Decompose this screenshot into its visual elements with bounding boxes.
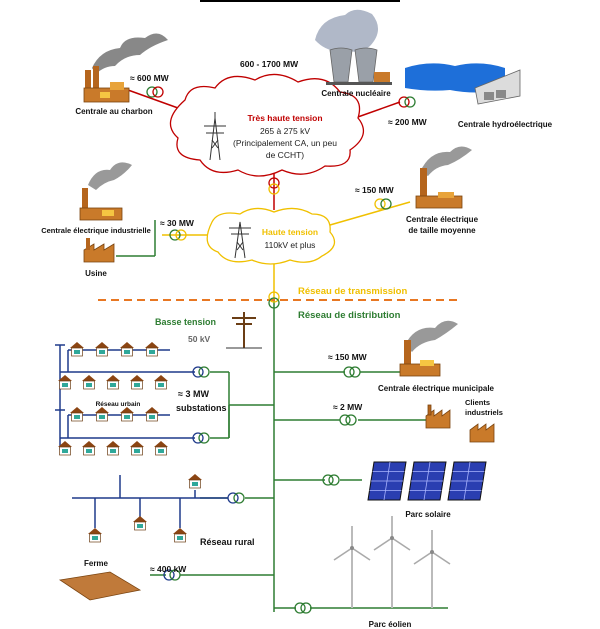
solar-panel-icon [407,461,447,501]
industrial-clients-label-line1: Clients [465,398,490,407]
hydro-plant-label: Centrale hydroélectrique [458,120,553,129]
house-icon [130,441,144,456]
solar-park-icon [367,461,487,501]
transformer-rural [227,492,245,504]
house-icon [95,407,109,422]
very-high-voltage-line3: de CCHT) [266,150,304,160]
coal-plant-label: Centrale au charbon [75,107,152,116]
municipal-plant-label: Centrale électrique municipale [378,384,495,393]
nuclear-plant-power: 600 - 1700 MW [240,59,299,69]
transmission-tower-icon [229,221,251,259]
medium-plant-label-line2: de taille moyenne [408,226,476,235]
utility-pole-icon [226,312,262,349]
transformer-solar [322,474,340,486]
factory-icon [83,238,115,263]
farm-power: ≈ 400 kW [150,564,187,574]
house-icon [133,516,147,531]
wind-turbine-icon [373,516,411,608]
house-icon [154,441,168,456]
coal-plant-power: ≈ 600 MW [130,73,170,83]
industrial-plant-icon [79,162,132,221]
high-voltage-title: Haute tension [262,227,318,237]
industrial-clients-icon [425,404,495,443]
transformer-farm [163,569,181,581]
medium-plant-power: ≈ 150 MW [355,185,395,195]
farm-icon [58,571,142,601]
house-icon [145,342,159,357]
solar-park-label: Parc solaire [405,510,451,519]
transformer-coal [146,86,164,98]
house-icon [130,375,144,390]
very-high-voltage-title: Très haute tension [247,113,322,123]
industrial-plant-power: ≈ 30 MW [160,218,195,228]
nuclear-plant-icon [315,9,392,85]
house-icon [82,375,96,390]
wind-park-label: Parc éolien [369,620,412,629]
transformer-medium [374,198,392,210]
rural-network-label: Réseau rural [200,537,255,547]
high-voltage-cloud [206,207,336,265]
distribution-network-label: Réseau de distribution [298,310,401,321]
municipal-plant-icon [399,320,458,377]
house-icon [173,528,187,543]
coal-plant-icon [83,33,168,103]
house-icon [58,375,72,390]
house-icon [188,474,202,489]
house-icon [70,407,84,422]
medium-plant-icon [415,146,472,209]
transmission-network-label: Réseau de transmission [298,286,407,297]
industrial-plant-label: Centrale électrique industrielle [41,226,151,235]
rural-houses [88,474,202,543]
wind-park-icon [333,516,451,608]
house-icon [106,375,120,390]
house-icon [95,342,109,357]
factory-label: Usine [85,269,107,278]
transformer-hv-distribution [268,291,280,309]
high-voltage-line1: 110kV et plus [265,240,316,250]
transformer-vhv-hv [268,177,280,195]
municipal-plant-power: ≈ 150 MW [328,352,368,362]
wind-turbine-icon [413,530,451,608]
substation-power: ≈ 3 MW [178,389,209,399]
house-icon [82,441,96,456]
low-voltage-value: 50 kV [188,334,211,344]
house-icon [120,407,134,422]
distribution-lines [150,300,448,612]
very-high-voltage-line2: (Principalement CA, un peu [233,138,337,148]
solar-panel-icon [367,461,407,501]
wind-turbine-icon [333,526,371,608]
transformer-urban-1 [192,366,210,378]
house-icon [106,441,120,456]
house-icon [88,528,102,543]
house-icon [70,342,84,357]
substation-label: substations [176,403,227,413]
industrial-clients-label-line2: industriels [465,408,503,417]
hydro-plant-power: ≈ 200 MW [388,117,428,127]
very-high-voltage-line1: 265 à 275 kV [260,126,310,136]
transformer-industrial [169,229,187,241]
house-icon [154,375,168,390]
transformer-industrial-clients [339,414,357,426]
urban-network-label: Réseau urbain [96,401,141,408]
transformer-hydro [398,96,416,108]
solar-panel-icon [447,461,487,501]
house-icon [58,441,72,456]
transformer-wind [294,602,312,614]
farm-label: Ferme [84,559,109,568]
house-icon [120,342,134,357]
nuclear-plant-label: Centrale nucléaire [321,89,391,98]
medium-plant-label-line1: Centrale électrique [406,215,479,224]
urban-network-lines [55,344,228,528]
industrial-clients-power: ≈ 2 MW [333,402,363,412]
transformer-municipal [343,366,361,378]
hydro-plant-icon [405,63,521,105]
house-icon [145,407,159,422]
low-voltage-title: Basse tension [155,317,216,327]
transformer-urban-2 [192,432,210,444]
transmission-tower-icon [204,112,226,161]
urban-houses [58,342,168,456]
